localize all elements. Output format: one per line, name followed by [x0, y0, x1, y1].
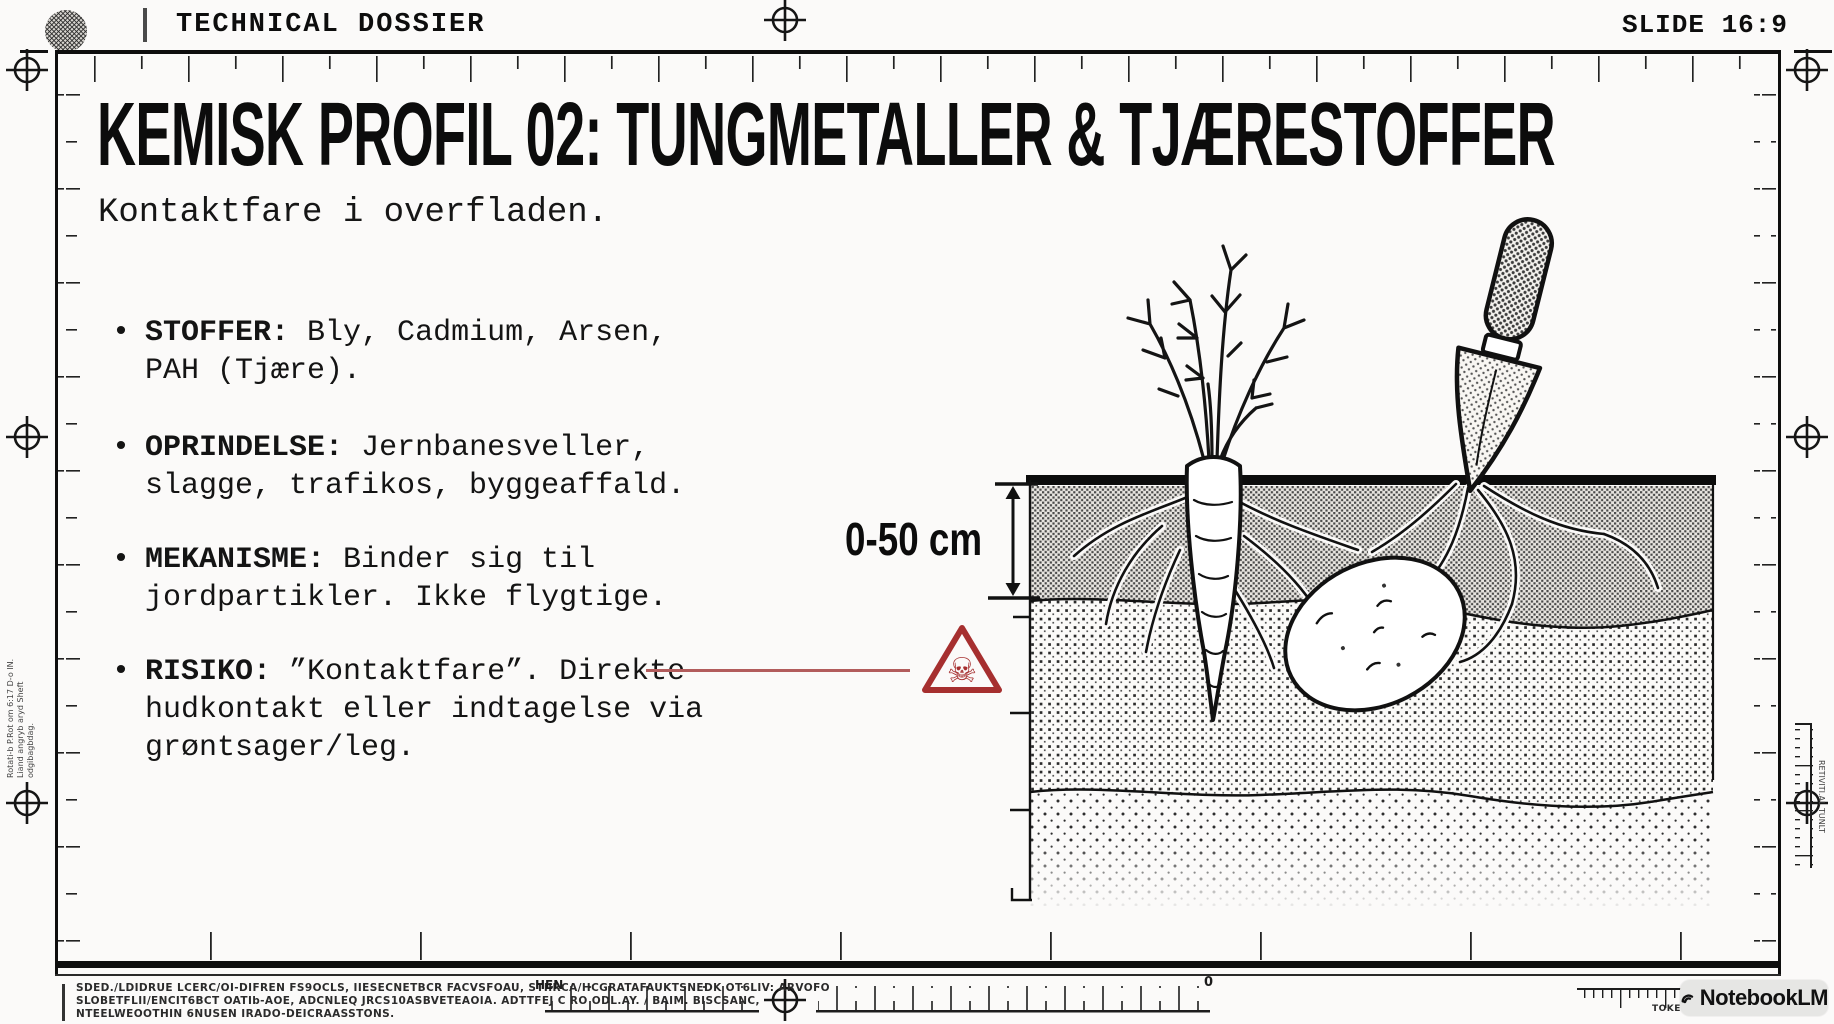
slide-format-label: SLIDE 16:9 — [1621, 10, 1788, 40]
halftone-circle-icon — [45, 10, 87, 52]
tokens-scale-label: TOKE — [1652, 1004, 1681, 1014]
bullet-glyph: • — [112, 431, 131, 465]
left-margin-microtext: Rotati-b P.Rot om 6:17 D-o IN. Liand ang… — [6, 658, 35, 778]
ground-surface-line — [1026, 475, 1716, 485]
warning-triangle-icon — [922, 625, 1002, 693]
bullet-label: MEKANISME: — [145, 543, 326, 577]
footer-microtext: SDED./LDIDRUE LCERC/OI-DIFREN FS9OCLS, I… — [76, 982, 1336, 1021]
bullet-label: OPRINDELSE: — [145, 431, 344, 465]
header-divider — [143, 8, 147, 42]
zero-scale-label: 0 — [1204, 975, 1214, 990]
bullet-glyph: • — [112, 543, 131, 577]
carrot-illustration — [1184, 455, 1243, 722]
registration-crosshair — [762, 0, 808, 43]
hazard-warning-sign: ☠ — [918, 620, 1006, 700]
bullet-label: RISIKO: — [145, 655, 272, 689]
bullet-risiko: • RISIKO: ”Kontaktfare”. Direkte hudkont… — [112, 653, 725, 767]
footer-microtext-line: NTEELWEOOTHIN 6NUSEN IRADO-DEICRAASSTONS… — [76, 1008, 395, 1020]
bullet-glyph: • — [112, 316, 131, 350]
right-margin-microtext: RETIVITI.AL TUNLT — [1817, 760, 1826, 833]
bullet-text: Binder sig til jordpartikler. Ikke flygt… — [145, 543, 668, 615]
bullet-oprindelse: • OPRINDELSE: Jernbanesveller, slagge, t… — [112, 429, 725, 505]
bullet-text: ”Kontaktfare”. Direkte hudkontakt eller … — [145, 655, 704, 765]
risk-leader-line — [646, 669, 910, 672]
carrot-greens — [1126, 244, 1306, 462]
skull-crossbones-icon: ☠ — [947, 651, 977, 691]
page-subtitle: Kontaktfare i overfladen. — [98, 194, 609, 232]
notebooklm-logo-icon — [1681, 994, 1694, 1004]
trowel-illustration — [1454, 217, 1555, 494]
notebooklm-watermark[interactable]: NotebookLM — [1680, 980, 1829, 1016]
notebooklm-label: NotebookLM — [1699, 985, 1829, 1010]
bullet-text: Bly, Cadmium, Arsen, PAH (Tjære). — [145, 316, 668, 388]
depth-arrow — [988, 482, 1040, 600]
depth-range-label: 0-50 cm — [845, 513, 983, 565]
footer-divider-bar — [62, 984, 65, 1021]
bullet-text: Jernbanesveller, slagge, trafikos, bygge… — [145, 431, 686, 503]
page-title: KEMISK PROFIL 02: TUNGMETALLER & TJÆREST… — [97, 85, 1556, 185]
footer-microtext-line: SDED./LDIDRUE LCERC/OI-DIFREN FS9OCLS, I… — [76, 982, 830, 994]
bullet-stoffer: • STOFFER: Bly, Cadmium, Arsen, PAH (Tjæ… — [112, 314, 725, 390]
bullet-mekanisme: • MEKANISME: Binder sig til jordpartikle… — [112, 541, 725, 617]
potato-illustration — [1283, 555, 1467, 713]
brand-title: TECHNICAL DOSSIER — [176, 10, 486, 40]
bullet-glyph: • — [112, 655, 131, 689]
bullet-label: STOFFER: — [145, 316, 290, 350]
soil-cross-section-diagram — [988, 217, 1716, 912]
hen-scale-label: HEN — [535, 978, 564, 992]
footer-microtext-line: SLOBETFLII/ENCIT6BCT OATIb-AOE, ADCNLEQ … — [76, 995, 760, 1007]
